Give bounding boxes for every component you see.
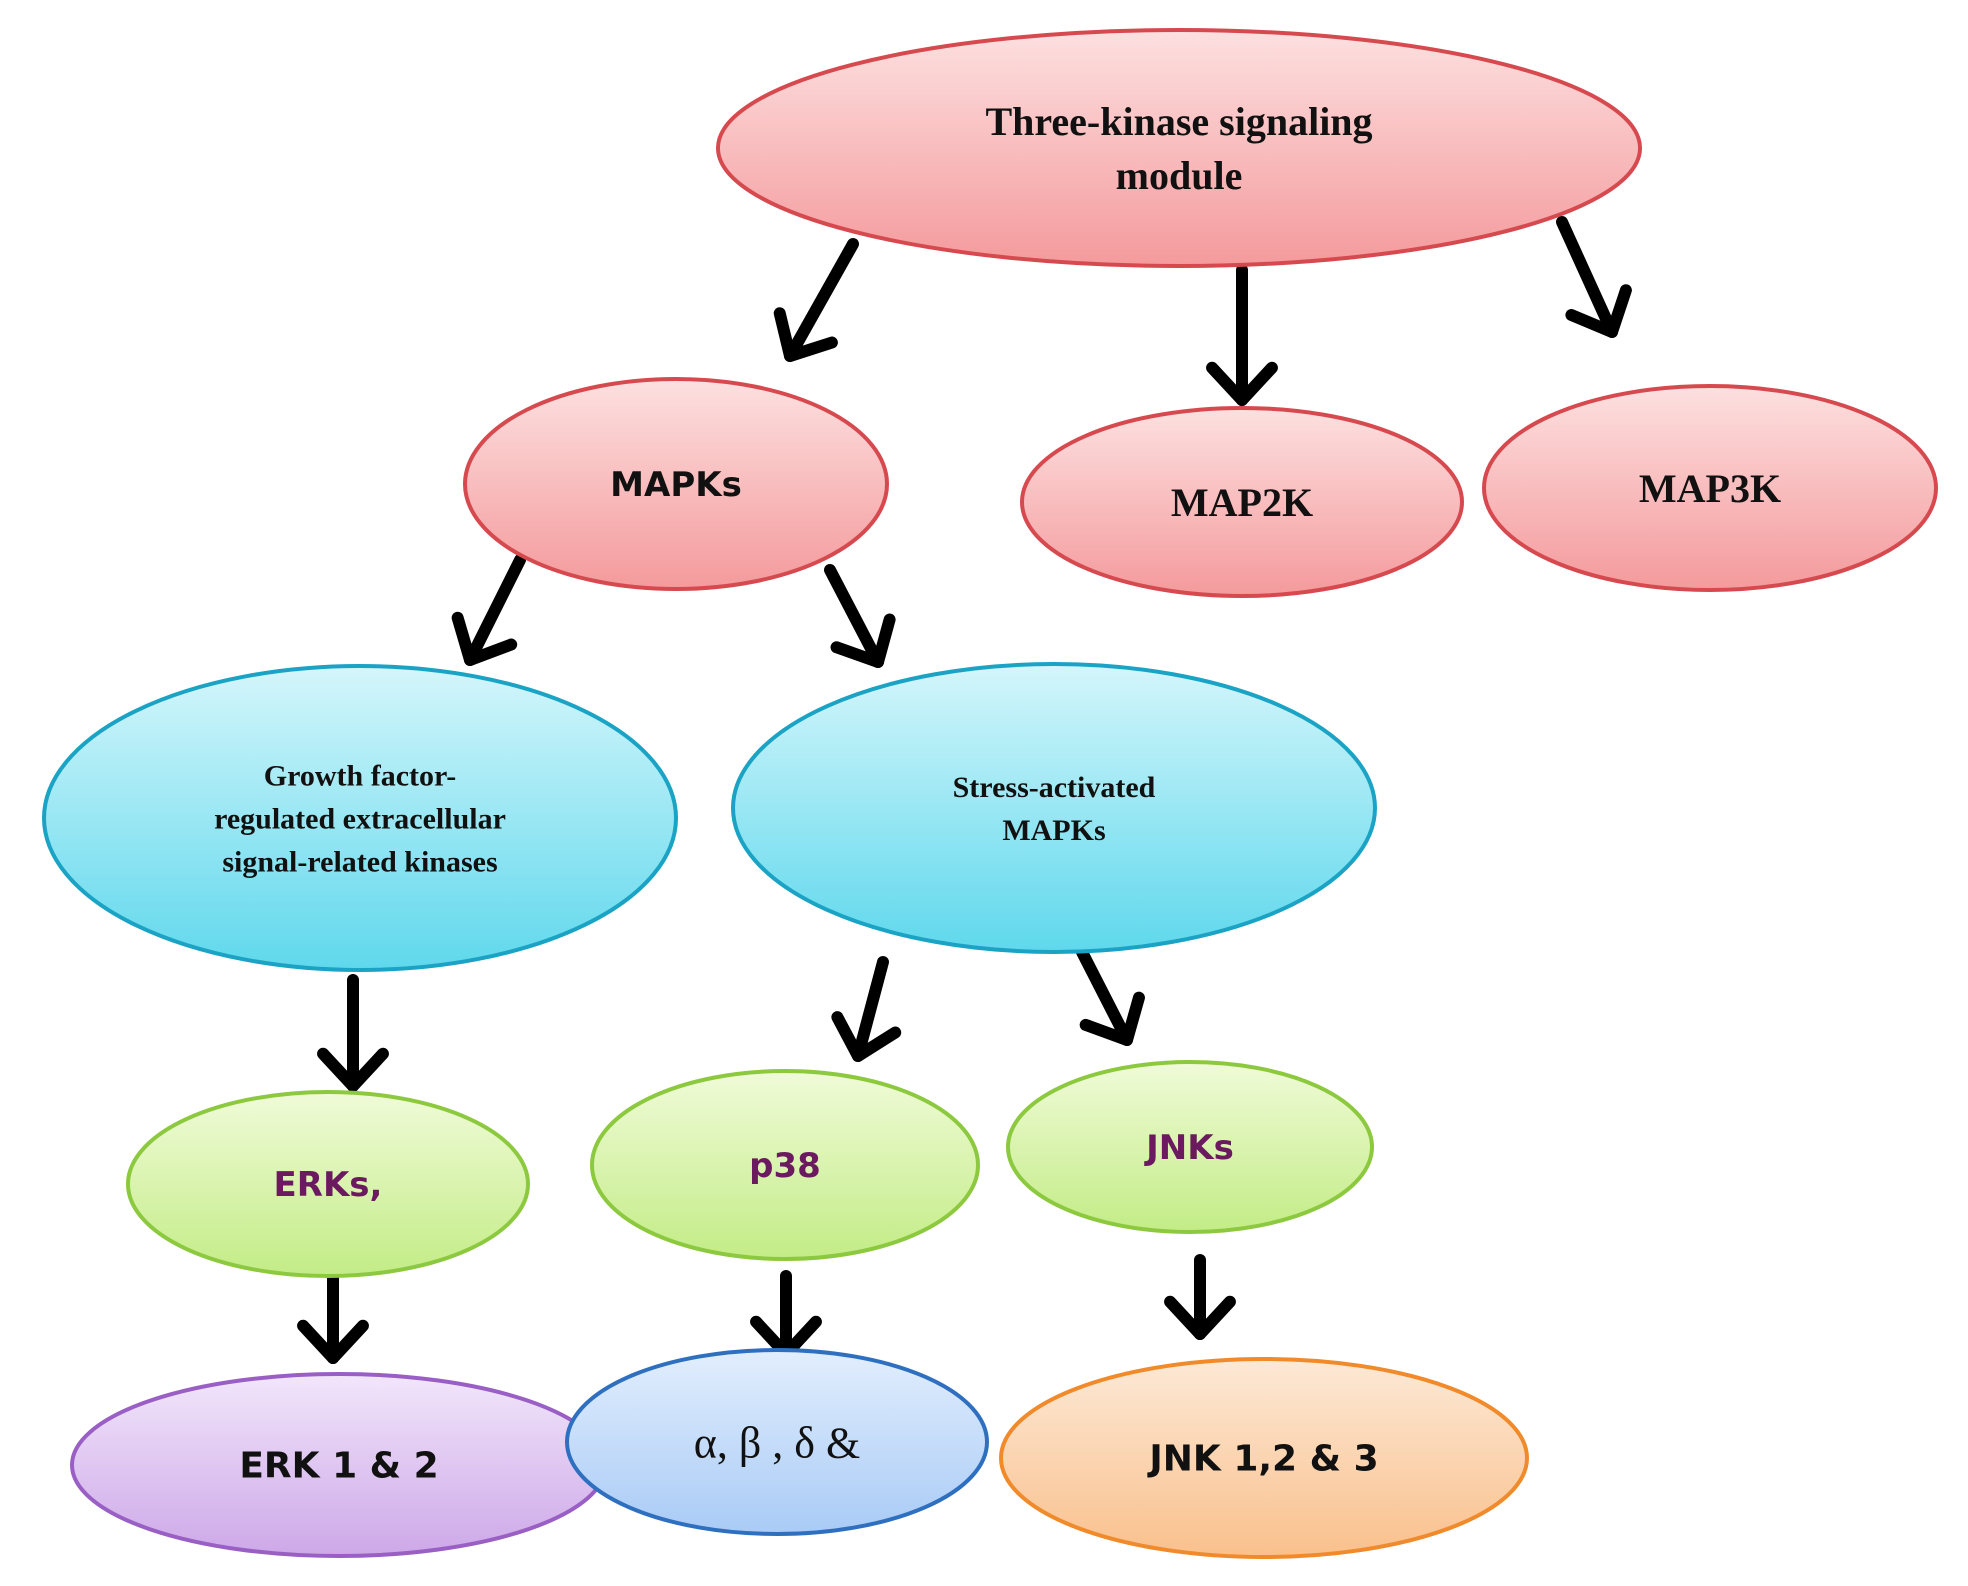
arrow-shaft — [1556, 216, 1618, 338]
arrow-jnks-to-jnk123 — [1164, 1254, 1236, 1340]
node-jnks: JNKs — [1006, 1060, 1374, 1234]
arrow-head — [830, 613, 896, 668]
arrow-head — [1206, 361, 1278, 406]
arrow-shaft — [464, 554, 526, 666]
node-stress-label-line-2: MAPKs — [1002, 814, 1105, 847]
node-jnk123-label-line-1: JNK 1,2 & 3 — [1146, 1439, 1378, 1480]
node-map3k: MAP3K — [1482, 384, 1938, 592]
node-p38-ellipse — [590, 1069, 980, 1261]
node-erks-label-line-1: ERKs, — [274, 1165, 383, 1205]
arrow-head — [1079, 991, 1145, 1046]
arrow-root-to-map3k — [1556, 216, 1632, 338]
arrow-head — [1164, 1295, 1236, 1340]
node-mapks: MAPKs — [463, 377, 889, 591]
node-mapks-ellipse — [463, 377, 889, 591]
node-root-ellipse — [716, 28, 1642, 268]
arrow-erks-to-erk12 — [297, 1270, 369, 1364]
arrow-shaft — [784, 238, 859, 362]
arrow-root-to-mapks — [773, 238, 859, 362]
node-map2k-ellipse — [1020, 406, 1464, 598]
node-map2k-label-line-1: MAP2K — [1171, 480, 1313, 525]
node-erks: ERKs, — [126, 1090, 530, 1278]
node-map2k: MAP2K — [1020, 406, 1464, 598]
node-stress-label-line-1: Stress-activated — [953, 771, 1156, 804]
node-growth-label-line-1: Growth factor- — [264, 760, 456, 793]
node-map3k-ellipse — [1482, 384, 1938, 592]
arrow-growth-to-erks — [317, 974, 389, 1092]
node-mapks-label-line-1: MAPKs — [610, 465, 742, 505]
node-stress-ellipse — [731, 662, 1377, 954]
node-greek-label-line-1: α, β , δ & — [694, 1418, 860, 1467]
arrow-head — [1565, 284, 1632, 338]
arrow-head — [831, 1011, 902, 1062]
node-erk12-label-line-1: ERK 1 & 2 — [239, 1446, 438, 1487]
arrow-stress-to-jnks — [1076, 946, 1145, 1046]
node-greek: α, β , δ & — [565, 1348, 989, 1536]
node-growth-ellipse — [42, 664, 678, 972]
arrow-head — [451, 611, 518, 666]
arrow-p38-to-greek — [750, 1270, 822, 1360]
node-root-label-line-2: module — [1116, 153, 1243, 198]
node-erks-ellipse — [126, 1090, 530, 1278]
node-erk12: ERK 1 & 2 — [70, 1372, 608, 1558]
node-p38: p38 — [590, 1069, 980, 1261]
node-jnks-label-line-1: JNKs — [1144, 1128, 1234, 1168]
arrow-head — [297, 1319, 369, 1364]
node-map3k-label-line-1: MAP3K — [1639, 466, 1781, 511]
arrow-shaft — [852, 956, 889, 1062]
arrow-stress-to-p38 — [831, 956, 902, 1062]
arrow-shaft — [1076, 946, 1133, 1046]
node-jnk123: JNK 1,2 & 3 — [999, 1357, 1529, 1559]
node-growth-label-line-2: regulated extracellular — [214, 803, 506, 836]
node-jnks-ellipse — [1006, 1060, 1374, 1234]
node-p38-label-line-1: p38 — [749, 1146, 821, 1186]
node-root: Three-kinase signaling module — [716, 28, 1642, 268]
node-root-label-line-1: Three-kinase signaling — [985, 99, 1372, 144]
arrow-head — [773, 307, 838, 362]
node-jnk123-ellipse — [999, 1357, 1529, 1559]
arrow-mapks-to-stress — [824, 564, 896, 668]
node-growth: Growth factor-regulated extracellular sig… — [42, 664, 678, 972]
arrow-mapks-to-growth — [451, 554, 526, 666]
arrow-root-to-map2k — [1206, 264, 1278, 406]
arrows-layer — [297, 216, 1632, 1364]
node-greek-ellipse — [565, 1348, 989, 1536]
arrow-head — [317, 1047, 389, 1092]
node-growth-label-line-3: signal-related kinases — [222, 846, 497, 879]
arrow-shaft — [824, 564, 884, 668]
